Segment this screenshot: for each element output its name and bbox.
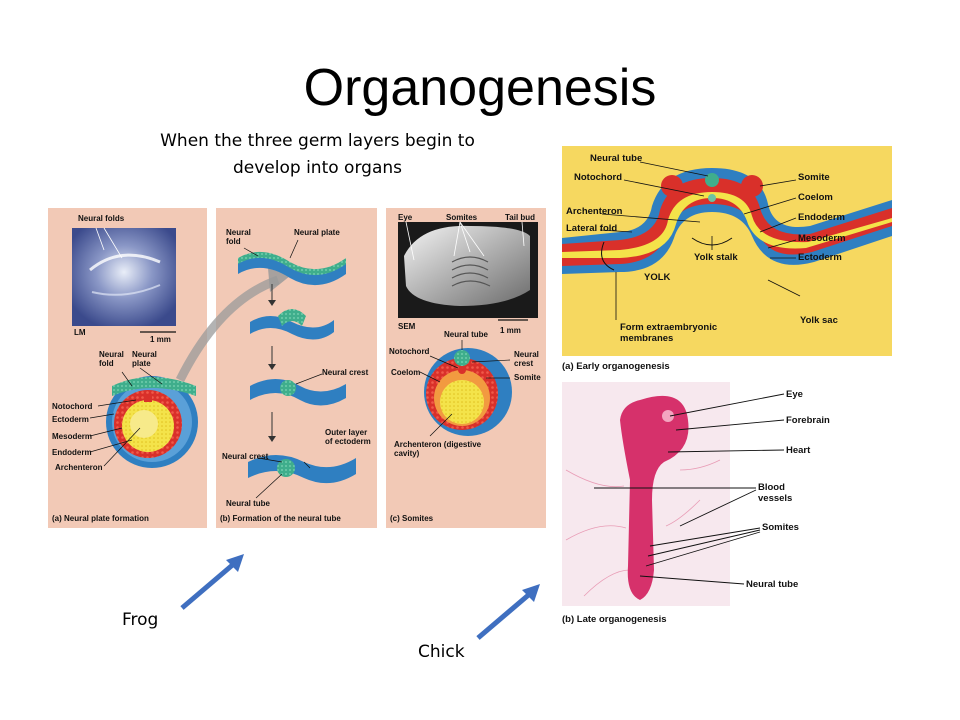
arrow-frog <box>180 554 244 610</box>
label-neural-folds: Neural folds <box>78 214 125 223</box>
label-neural-crest-b1: Neural crest <box>322 368 369 377</box>
label-eye-c: Eye <box>398 213 413 222</box>
label-chick-mesoderm: Mesoderm <box>798 233 846 244</box>
label-lm: LM <box>74 328 86 337</box>
label-ectoderm-a: Ectoderm <box>52 415 89 424</box>
label-chick-endoderm: Endoderm <box>798 212 845 223</box>
arrow-chick <box>476 584 540 640</box>
label-neural-fold-b: Neural fold <box>226 228 251 246</box>
caption-chick-late: (b) Late organogenesis <box>562 614 667 625</box>
label-chick-eye: Eye <box>786 389 803 400</box>
frog-embryo-section-c <box>424 348 512 436</box>
chick-label: Chick <box>418 642 465 662</box>
label-tail-bud: Tail bud <box>505 213 536 222</box>
slide-title: Organogenesis <box>303 59 657 117</box>
label-archenteron-c: Archenteron (digestive cavity) <box>394 440 482 458</box>
label-chick-somite: Somite <box>798 172 830 183</box>
neural-tube-stages <box>238 251 356 484</box>
label-neural-crest-c: Neural crest <box>514 350 539 368</box>
label-notochord-c: Notochord <box>389 347 430 356</box>
frog-embryo-section-a <box>106 376 198 468</box>
label-archenteron-a: Archenteron <box>55 463 103 472</box>
label-chick-neural-tube: Neural tube <box>590 153 643 164</box>
label-notochord-a: Notochord <box>52 402 93 411</box>
caption-panel-a: (a) Neural plate formation <box>52 514 149 523</box>
chick-embryo <box>620 395 689 600</box>
label-chick-yolk-stalk: Yolk stalk <box>694 252 738 263</box>
label-somite-c: Somite <box>514 373 541 382</box>
label-scale-c: 1 mm <box>500 326 521 335</box>
label-neural-plate-a: Neural plate <box>132 350 157 368</box>
caption-panel-b: (b) Formation of the neural tube <box>220 514 341 523</box>
label-chick-somites: Somites <box>762 522 799 533</box>
label-coelom-c: Coelom <box>391 368 421 377</box>
label-endoderm-a: Endoderm <box>52 448 92 457</box>
label-chick-lateral-fold: Lateral fold <box>566 223 618 234</box>
slide-subtitle: When the three germ layers begin to deve… <box>160 131 475 178</box>
lm-micrograph <box>72 228 176 326</box>
label-neural-crest-b2: Neural crest <box>222 452 269 461</box>
label-chick-forebrain: Forebrain <box>786 415 830 426</box>
curved-arrow <box>175 275 280 383</box>
label-outer-layer: Outer layer of ectoderm <box>325 428 371 446</box>
label-chick-blood-vessels: Blood vessels <box>758 482 793 504</box>
label-chick-coelom: Coelom <box>798 192 833 203</box>
label-neural-tube-b: Neural tube <box>226 499 271 508</box>
label-chick-archenteron: Archenteron <box>566 206 623 217</box>
label-chick-notochord: Notochord <box>574 172 623 183</box>
label-chick-yolk: YOLK <box>644 272 671 283</box>
label-neural-plate-b: Neural plate <box>294 228 340 237</box>
caption-panel-c: (c) Somites <box>390 514 434 523</box>
label-sem: SEM <box>398 322 416 331</box>
label-chick-extraembryonic: Form extraembryonic membranes <box>620 322 718 344</box>
label-chick-yolk-sac: Yolk sac <box>800 315 838 326</box>
frog-label: Frog <box>122 610 159 630</box>
label-somites-c: Somites <box>446 213 478 222</box>
label-neural-tube-c: Neural tube <box>444 330 489 339</box>
label-chick-neural-tube-late: Neural tube <box>746 579 799 590</box>
label-chick-ectoderm: Ectoderm <box>798 252 842 263</box>
label-chick-heart: Heart <box>786 445 811 456</box>
label-mesoderm-a: Mesoderm <box>52 432 93 441</box>
label-scale-a: 1 mm <box>150 335 171 344</box>
caption-chick-early: (a) Early organogenesis <box>562 361 670 372</box>
label-neural-fold-a: Neural fold <box>99 350 124 368</box>
